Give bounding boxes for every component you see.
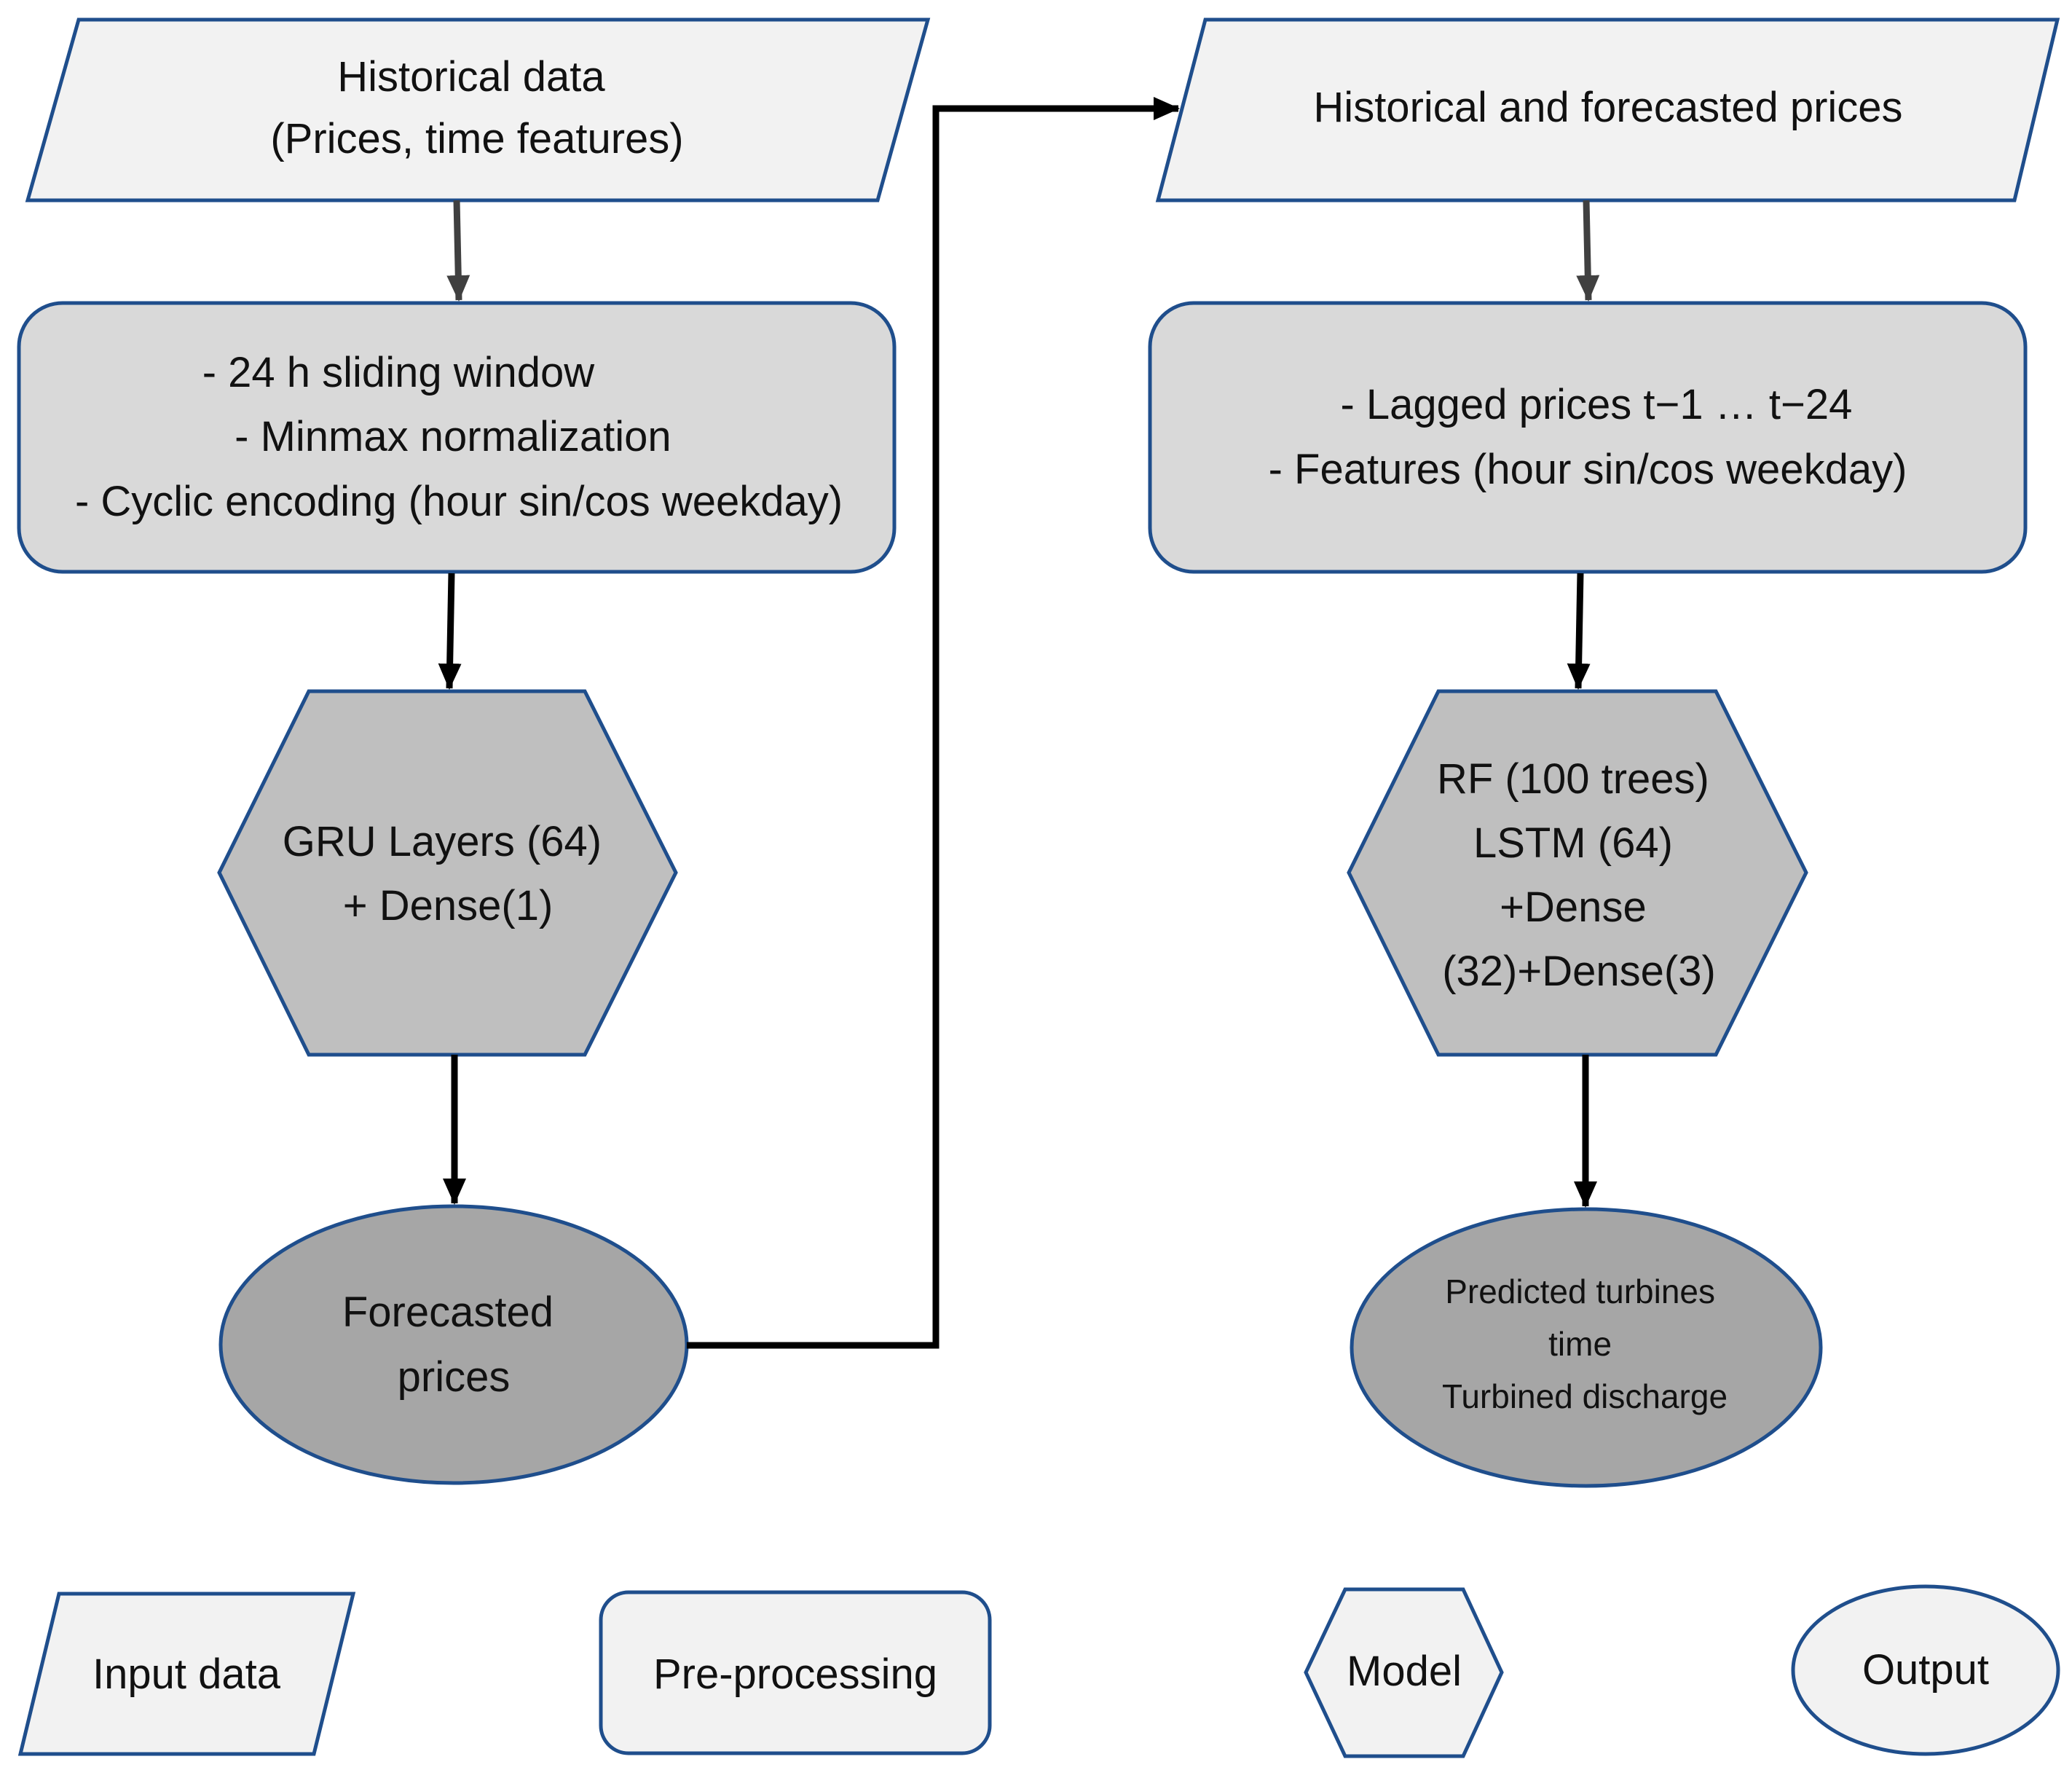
legend-model: Model <box>1304 1587 1504 1758</box>
right-model-shape <box>1347 689 1808 1057</box>
legend-preprocessing: Pre-processing <box>599 1590 992 1755</box>
left-model-label: GRU Layers (64) + Dense(1) <box>283 818 613 929</box>
right-input-node: Historical and forecasted prices <box>1155 17 2060 202</box>
legend-input: Input data <box>17 1592 356 1756</box>
right-preprocessing-label: - Lagged prices t−1 … t−24 - Features (h… <box>1269 381 1907 493</box>
left-preprocessing-label: - 24 h sliding window - Minmax normaliza… <box>75 349 843 525</box>
legend-preprocessing-shape <box>599 1590 992 1755</box>
right-preprocessing-shape <box>1148 301 2028 574</box>
legend: Input data Pre-processing Model Output <box>17 1584 2060 1758</box>
right-model-line: LSTM (64) <box>1473 819 1673 867</box>
left-input-label: Historical data (Prices, time features) <box>270 53 683 162</box>
right-output-line: time <box>1548 1325 1612 1363</box>
right-input-label: Historical and forecasted prices <box>1313 84 1902 131</box>
right-output-label: Predicted turbines time Turbined dischar… <box>1442 1273 1728 1415</box>
right-preprocessing-line: - Lagged prices t−1 … t−24 <box>1340 381 1852 428</box>
left-input-line: (Prices, time features) <box>270 115 683 162</box>
right-output-line: Predicted turbines <box>1445 1273 1715 1310</box>
left-input-shape <box>25 17 931 202</box>
right-preprocessing-to-model-arrow <box>1567 573 1591 690</box>
left-model-line: + Dense(1) <box>343 882 554 929</box>
legend-input-shape <box>17 1592 356 1756</box>
legend-output: Output <box>1791 1584 2060 1756</box>
left-input-line: Historical data <box>337 53 605 101</box>
left-model-shape <box>217 689 678 1057</box>
right-model-line: RF (100 trees) <box>1437 755 1709 803</box>
right-model-label: RF (100 trees) LSTM (64) +Dense (32)+Den… <box>1437 755 1721 995</box>
left-output-line: Forecasted <box>342 1289 554 1336</box>
left-model-line: GRU Layers (64) <box>283 818 602 865</box>
left-output-line: prices <box>398 1353 511 1401</box>
legend-model-label: Model <box>1347 1648 1462 1695</box>
legend-preprocessing-label: Pre-processing <box>653 1651 937 1698</box>
legend-output-shape <box>1791 1584 2060 1756</box>
legend-model-shape <box>1304 1587 1504 1758</box>
right-output-shape <box>1350 1207 1823 1488</box>
legend-input-label: Input data <box>92 1651 281 1698</box>
right-preprocessing-node: - Lagged prices t−1 … t−24 - Features (h… <box>1148 301 2028 574</box>
right-input-to-preprocessing-arrow <box>1576 200 1600 302</box>
left-output-node: Forecasted prices <box>218 1204 689 1485</box>
left-output-shape <box>218 1204 689 1485</box>
right-preprocessing-line: - Features (hour sin/cos weekday) <box>1269 446 1907 493</box>
right-input-shape <box>1155 17 2060 202</box>
left-output-label: Forecasted prices <box>342 1289 565 1401</box>
left-preprocessing-line: - Cyclic encoding (hour sin/cos weekday) <box>75 478 843 525</box>
legend-output-label: Output <box>1862 1646 1989 1694</box>
forecast-to-right-input-arrow <box>687 97 1180 1349</box>
right-output-line: Turbined discharge <box>1442 1377 1728 1415</box>
left-preprocessing-node: - 24 h sliding window - Minmax normaliza… <box>17 301 897 574</box>
left-input-to-preprocessing-arrow <box>446 200 470 302</box>
right-model-node: RF (100 trees) LSTM (64) +Dense (32)+Den… <box>1347 689 1808 1057</box>
left-preprocessing-to-model-arrow <box>438 573 462 690</box>
left-preprocessing-line: - Minmax normalization <box>235 413 671 460</box>
right-output-node: Predicted turbines time Turbined dischar… <box>1350 1207 1823 1488</box>
left-preprocessing-line: - 24 h sliding window <box>202 349 596 396</box>
right-input-line: Historical and forecasted prices <box>1313 84 1902 131</box>
left-model-node: GRU Layers (64) + Dense(1) <box>217 689 678 1057</box>
left-preprocessing-shape <box>17 301 897 574</box>
right-model-line: +Dense <box>1500 884 1647 931</box>
left-input-node: Historical data (Prices, time features) <box>25 17 931 202</box>
right-model-line: (32)+Dense(3) <box>1442 948 1716 995</box>
